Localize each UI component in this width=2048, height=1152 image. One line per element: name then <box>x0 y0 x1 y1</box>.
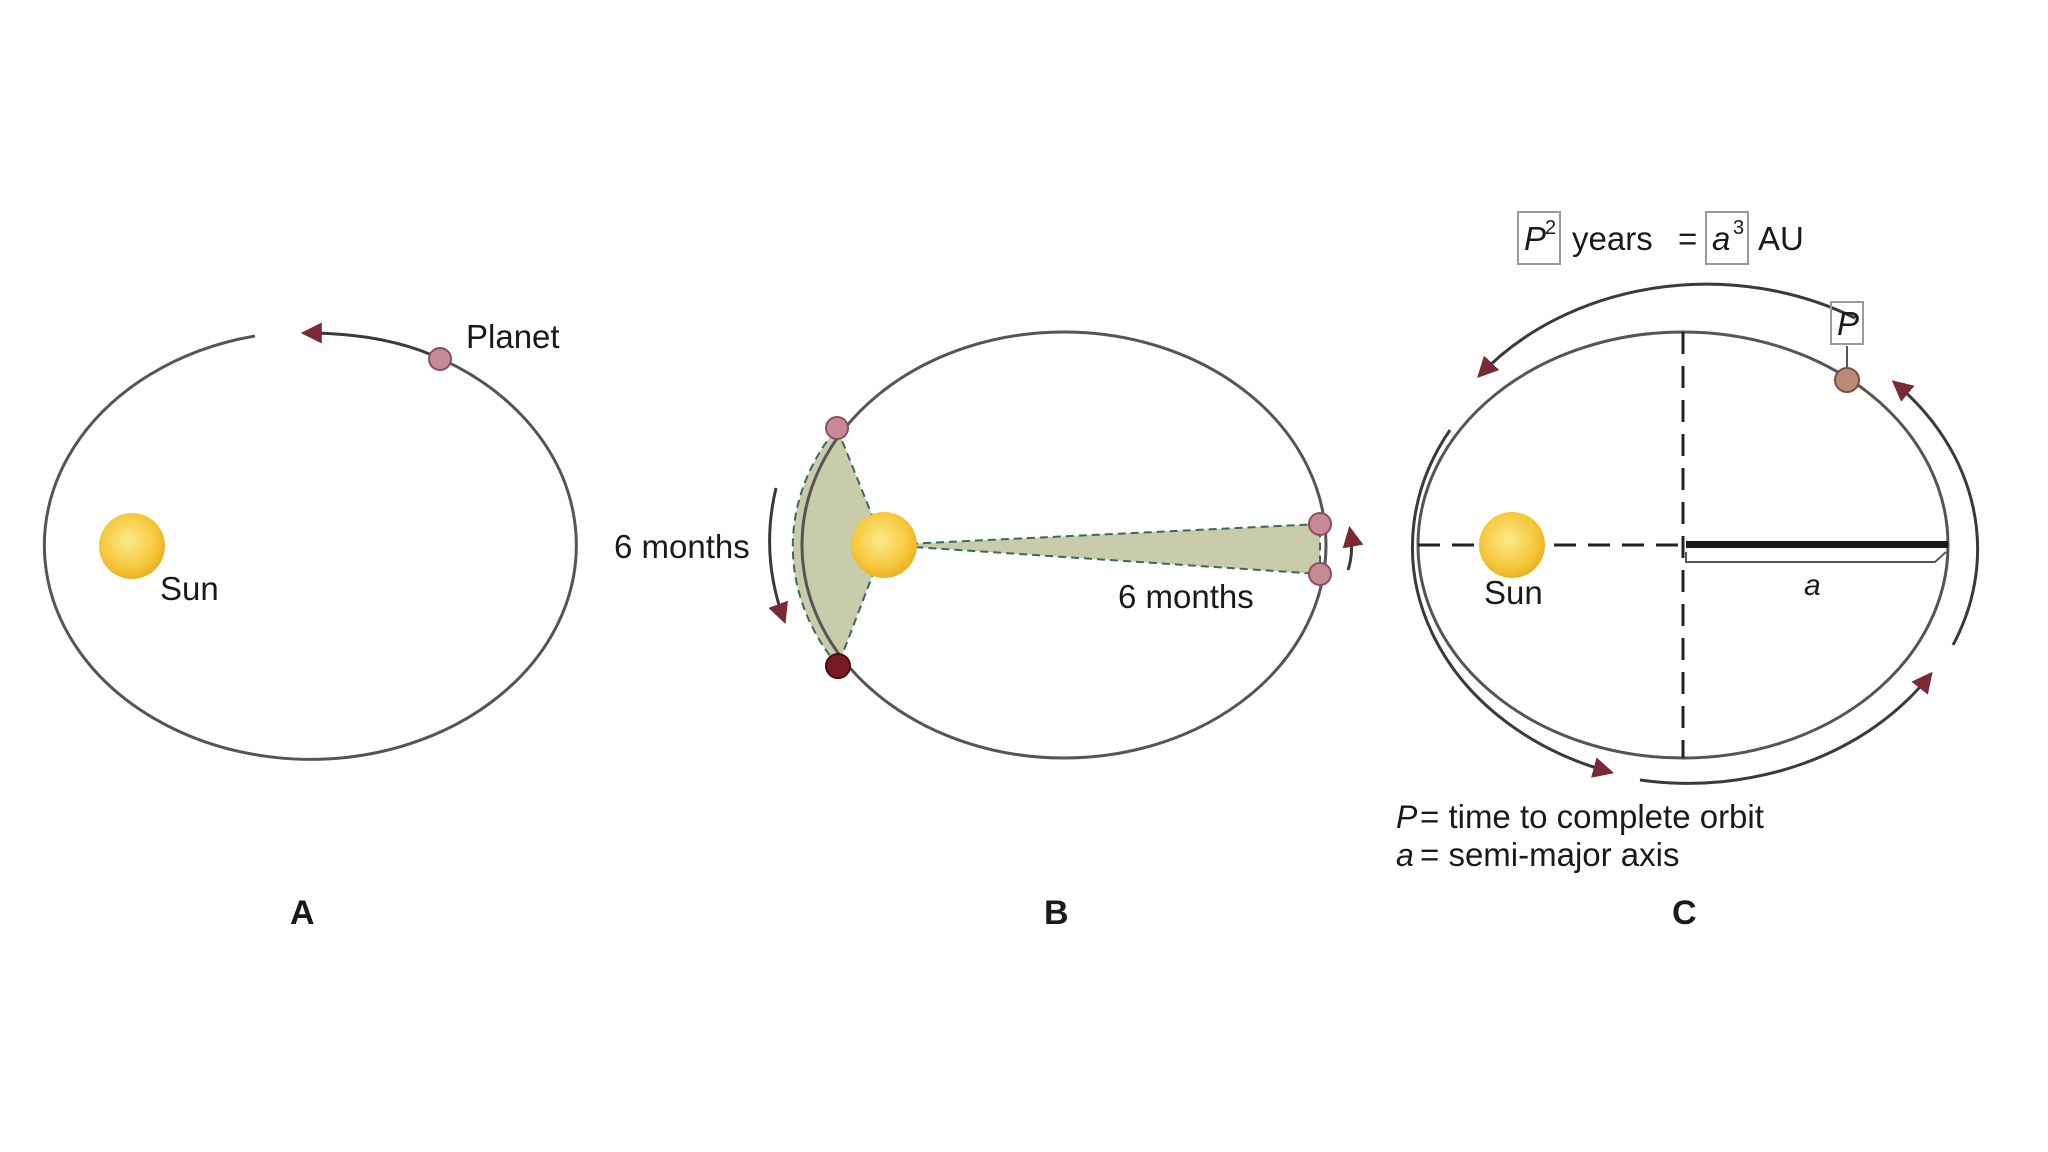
sun-icon <box>851 512 917 578</box>
a-cubed-box <box>1705 211 1749 265</box>
outer-orbit-arrow-right <box>1891 380 1980 646</box>
right-direction-arrow <box>1342 525 1364 571</box>
formula-p: P <box>1524 220 1546 257</box>
legend: P = time to complete orbit a = semi-majo… <box>1396 798 1764 873</box>
right-duration-label: 6 months <box>1118 578 1254 615</box>
panel-letter: C <box>1672 894 1697 932</box>
sun-label: Sun <box>160 570 219 607</box>
planet-icon <box>1834 367 1860 393</box>
legend-symbol: a <box>1396 837 1414 873</box>
panel-letter: B <box>1044 894 1069 932</box>
legend-symbol: P <box>1396 799 1418 835</box>
formula-a: a <box>1712 220 1730 257</box>
planet-icon <box>825 653 851 679</box>
outer-orbit-arrow-top <box>1477 282 1856 379</box>
semi-major-axis-bar <box>1686 541 1948 548</box>
left-area-sector <box>791 426 886 668</box>
panel-c: P 2 years = a 3 AU P a Sun P = t <box>1396 211 1980 932</box>
planet-icon <box>1308 562 1332 586</box>
planet-icon <box>428 347 452 371</box>
planet-icon <box>1308 512 1332 536</box>
orbit-ellipse <box>42 334 578 761</box>
legend-text: = time to complete orbit <box>1420 798 1764 835</box>
formula-p-exponent: 2 <box>1545 217 1556 239</box>
sun-icon <box>1479 512 1545 578</box>
planet-label: Planet <box>466 318 560 355</box>
outer-orbit-arrow-left <box>1411 429 1615 778</box>
formula-unit: AU <box>1758 220 1804 257</box>
right-area-sector <box>883 522 1321 576</box>
planet-icon <box>825 416 849 440</box>
panel-b: 6 months 6 months B <box>614 330 1364 932</box>
orbit-ellipse <box>800 330 1328 760</box>
semi-major-axis-mark: a <box>1804 569 1821 602</box>
period-mark-box <box>1830 301 1864 345</box>
panel-letter: A <box>290 894 315 932</box>
sun-icon <box>99 513 165 579</box>
formula-years: years <box>1572 220 1653 257</box>
orbit-direction-arrow <box>300 322 433 357</box>
p-squared-box <box>1517 211 1561 265</box>
period-mark: P <box>1837 305 1859 342</box>
formula-equals: = <box>1678 220 1697 257</box>
sun-label: Sun <box>1484 574 1543 611</box>
kepler-third-law-formula: P 2 years = a 3 AU <box>1517 211 1804 265</box>
panel-a: Planet Sun A <box>42 318 578 932</box>
outer-orbit-arrow-bottom <box>1639 671 1933 785</box>
semi-major-axis-bracket <box>1685 551 1947 563</box>
left-direction-arrow <box>768 487 789 624</box>
legend-text: = semi-major axis <box>1420 836 1679 873</box>
formula-a-exponent: 3 <box>1733 217 1744 239</box>
left-duration-label: 6 months <box>614 528 750 565</box>
